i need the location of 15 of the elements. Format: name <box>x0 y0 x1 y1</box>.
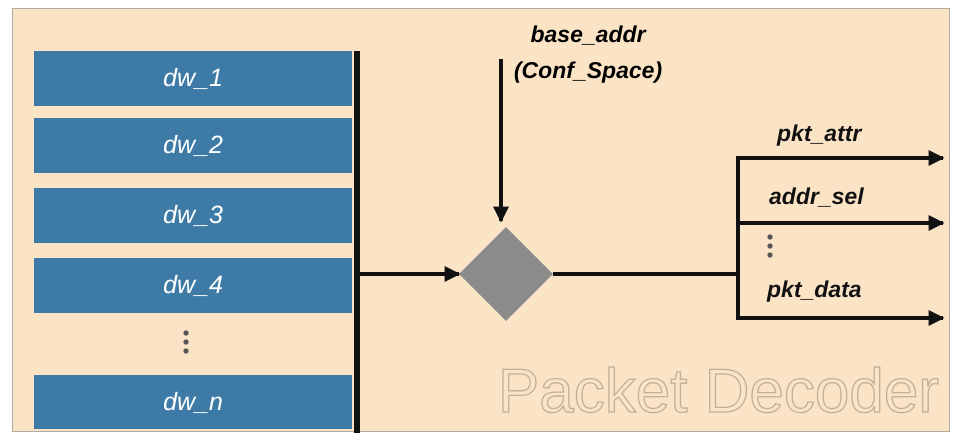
data-word-bar: dw_1 <box>34 51 352 106</box>
data-word-bar: dw_3 <box>34 188 352 243</box>
data-word-bar: dw_2 <box>34 118 352 173</box>
edge-label: pkt_attr <box>777 121 862 146</box>
data-word-bar: dw_n <box>34 375 352 429</box>
edge-label: pkt_data <box>767 277 862 302</box>
data-word-bar: dw_4 <box>34 258 352 313</box>
arrow <box>553 272 945 326</box>
decoder-panel <box>12 8 950 432</box>
panel-title: Packet Decoder <box>498 356 939 427</box>
input-signal-label: base_addr (Conf_Space) <box>498 17 668 113</box>
arrow <box>360 266 461 282</box>
arrow <box>493 59 509 223</box>
decoder-diamond <box>459 227 553 321</box>
edge-label: addr_sel <box>769 184 864 210</box>
